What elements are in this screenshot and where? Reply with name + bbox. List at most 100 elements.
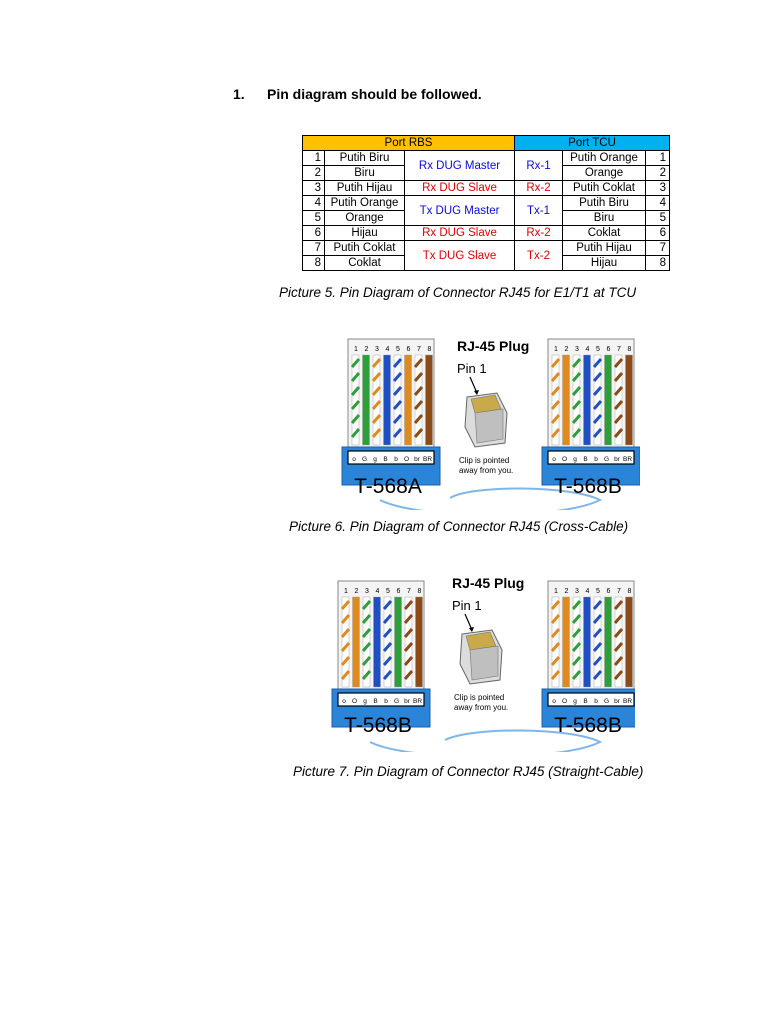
wire-stripe	[340, 656, 351, 666]
wire-stripe	[382, 600, 393, 610]
tcu-pin-number: 8	[645, 255, 671, 271]
wire	[551, 596, 560, 688]
wire-stripe	[403, 614, 414, 624]
wire-stripe	[571, 372, 582, 382]
wire-stripe	[592, 600, 603, 610]
rbs-wire-color: Putih Hijau	[324, 180, 405, 196]
wire-stripe	[550, 386, 561, 396]
wire-stripe	[413, 400, 424, 410]
pin-number: 6	[607, 588, 611, 595]
tcu-wire-color: Putih Coklat	[562, 180, 647, 196]
wire-code: B	[383, 456, 387, 463]
pin-number: 5	[596, 346, 600, 353]
wire	[604, 596, 612, 688]
wire	[393, 354, 402, 446]
wire-code: O	[404, 456, 409, 463]
wire-stripe	[371, 372, 382, 382]
wire-stripe	[613, 670, 624, 680]
wire-stripe	[550, 670, 561, 680]
wire-stripe	[592, 428, 603, 438]
wire-stripe	[382, 628, 393, 638]
tcu-wire-color: Hijau	[562, 255, 647, 271]
rbs-wire-color: Biru	[324, 165, 405, 181]
wire-stripe	[571, 386, 582, 396]
wire-stripe	[571, 400, 582, 410]
signal-name: Rx DUG Slave	[403, 180, 516, 196]
signal-name: Rx DUG Slave	[403, 225, 516, 241]
wire-stripe	[371, 386, 382, 396]
rbs-wire-color: Coklat	[324, 255, 405, 271]
wire-stripe	[592, 628, 603, 638]
wire	[341, 596, 350, 688]
wire-stripe	[571, 614, 582, 624]
heading-number: 1.	[233, 86, 245, 102]
wire-code: O	[562, 698, 567, 705]
wire-code: G	[362, 456, 367, 463]
wire-stripe	[413, 358, 424, 368]
tcu-wire-color: Putih Orange	[562, 150, 647, 166]
wire-stripe	[382, 656, 393, 666]
pin-number: 2	[565, 346, 569, 353]
wire-code: G	[394, 698, 399, 705]
signal-port: Rx-2	[514, 225, 564, 241]
pin-number: 1	[344, 588, 348, 595]
pin-number: 7	[407, 588, 411, 595]
wire-stripe	[592, 642, 603, 652]
wire-stripe	[571, 642, 582, 652]
tcu-wire-color: Orange	[562, 165, 647, 181]
tcu-pin-number: 1	[645, 150, 671, 166]
tcu-wire-color: Biru	[562, 210, 647, 226]
wire-code: g	[573, 698, 577, 705]
pin-number: 8	[428, 346, 432, 353]
tcu-pin-number: 6	[645, 225, 671, 241]
rbs-wire-color: Putih Biru	[324, 150, 405, 166]
wire	[415, 596, 423, 688]
wire-stripe	[550, 372, 561, 382]
wire-code-strip	[547, 450, 635, 465]
pin-number: 6	[407, 346, 411, 353]
rbs-wire-color: Putih Coklat	[324, 240, 405, 256]
wire-code: o	[342, 698, 346, 705]
pin-number: 5	[386, 588, 390, 595]
plug-title: RJ-45 Plug	[457, 338, 529, 354]
wire-stripe	[350, 386, 361, 396]
standard-label-left: T-568A	[354, 475, 422, 498]
tcu-pin-number: 5	[645, 210, 671, 226]
wire	[572, 596, 581, 688]
tcu-wire-color: Coklat	[562, 225, 647, 241]
wire-stripe	[613, 656, 624, 666]
wire	[372, 354, 381, 446]
pin-arrow-head	[469, 627, 474, 632]
wire	[625, 354, 633, 446]
caption-picture-7: Picture 7. Pin Diagram of Connector RJ45…	[293, 764, 644, 779]
signal-port: Tx-1	[514, 195, 564, 226]
signal-name: Tx DUG Slave	[403, 240, 516, 271]
signal-name: Tx DUG Master	[403, 195, 516, 226]
pin-1-label: Pin 1	[457, 361, 487, 376]
wire-stripe	[340, 642, 351, 652]
wire-stripe	[592, 372, 603, 382]
wire-stripe	[613, 628, 624, 638]
pin-number: 7	[617, 588, 621, 595]
wire-stripe	[613, 414, 624, 424]
rbs-pin-number: 7	[302, 240, 325, 256]
wire-stripe	[413, 386, 424, 396]
wire-code: O	[352, 698, 357, 705]
wire-stripe	[361, 600, 372, 610]
pin-number: 3	[365, 588, 369, 595]
wire-stripe	[340, 614, 351, 624]
wire-code: g	[573, 456, 577, 463]
wire	[383, 354, 391, 446]
rbs-pin-number: 3	[302, 180, 325, 196]
wire-code: br	[614, 456, 621, 463]
wire	[614, 354, 623, 446]
wire-stripe	[361, 642, 372, 652]
rbs-pin-number: 4	[302, 195, 325, 211]
wire-code: br	[614, 698, 621, 705]
caption-picture-5: Picture 5. Pin Diagram of Connector RJ45…	[279, 285, 637, 300]
wire-stripe	[361, 614, 372, 624]
wire-stripe	[350, 400, 361, 410]
pin-number: 4	[586, 346, 590, 353]
